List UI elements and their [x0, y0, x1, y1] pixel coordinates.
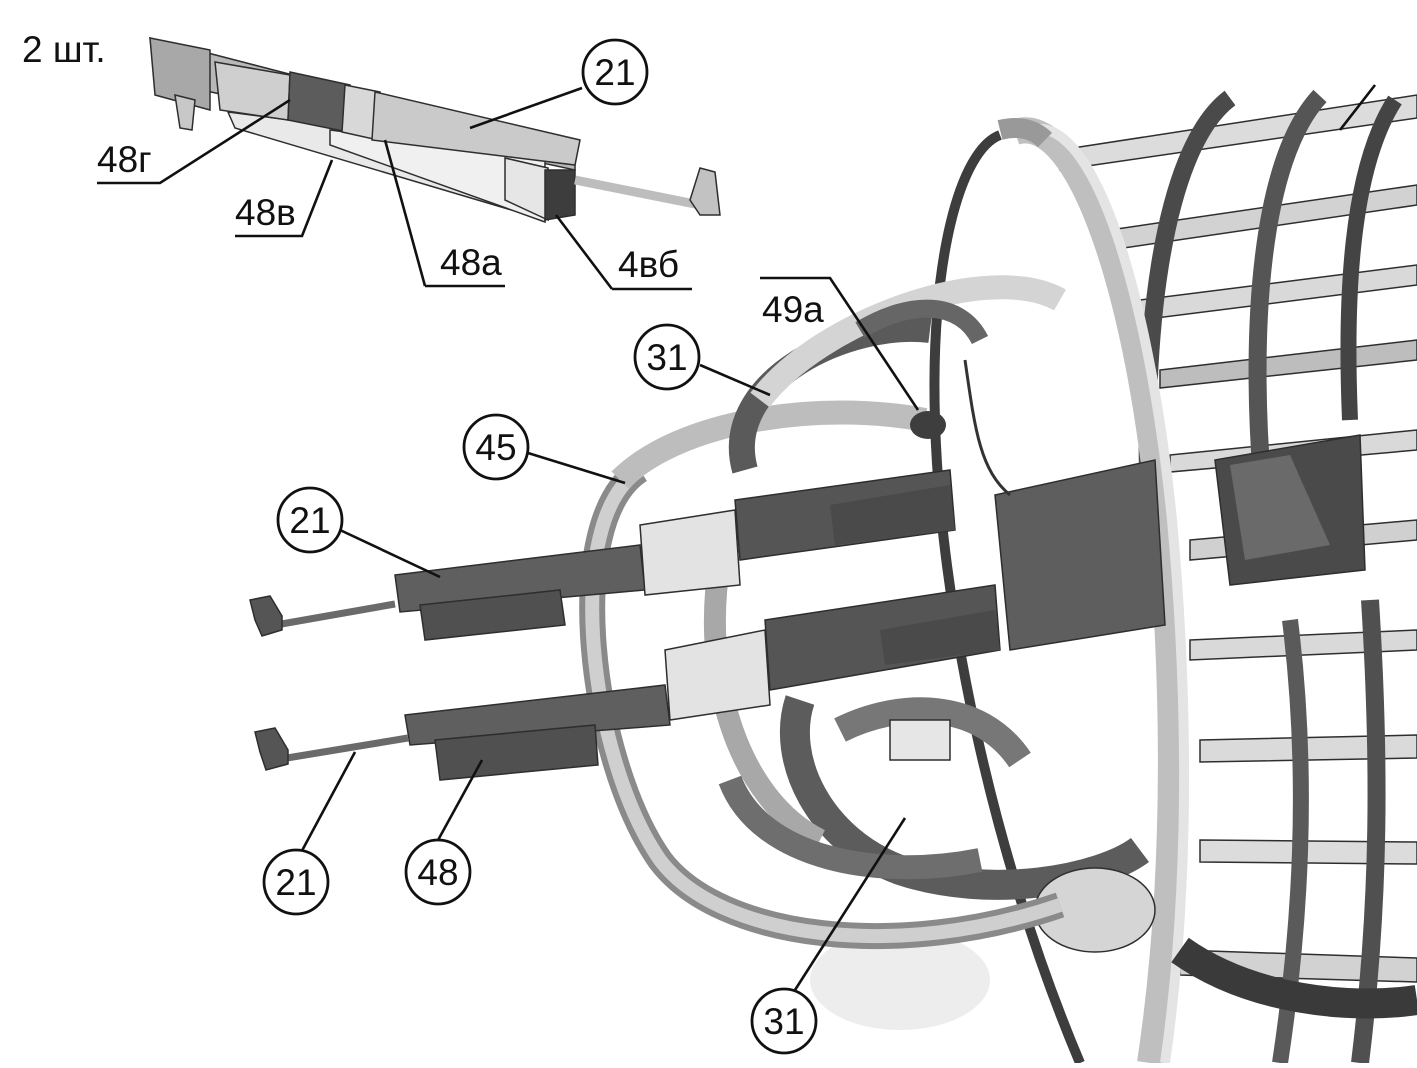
cage-frame: [779, 89, 1417, 1065]
callout-45: 45: [462, 413, 530, 481]
cage-electronics-box: [994, 434, 1366, 651]
gun-detail: [149, 36, 721, 224]
callout-text: 31: [763, 1001, 804, 1042]
part-label-49a: 49а: [762, 289, 824, 330]
callout-text: 31: [646, 337, 687, 378]
callout-21-left-upper: 21: [276, 486, 344, 554]
quantity-note: 2 шт.: [22, 29, 106, 70]
part-label-48g: 48г: [97, 139, 152, 180]
cage-bottom-cradle: [779, 695, 1417, 1030]
callout-text: 48: [417, 852, 458, 893]
part-label-48a: 48а: [440, 242, 502, 283]
part-label-4vb: 4вб: [618, 244, 679, 285]
gun-upper: [249, 469, 956, 641]
gun-lower: [254, 584, 1001, 781]
callout-21-top: 21: [581, 38, 649, 106]
callout-31-top: 31: [633, 323, 701, 391]
leader-lines: [97, 84, 1377, 991]
callout-text: 21: [275, 862, 316, 903]
part-label-48v: 48в: [235, 192, 296, 233]
callout-31-bottom: 31: [750, 987, 818, 1055]
callout-text: 45: [475, 427, 516, 468]
callout-21-bottom: 21: [262, 848, 330, 916]
callout-text: 21: [594, 52, 635, 93]
callout-text: 21: [289, 500, 330, 541]
callout-48: 48: [404, 838, 472, 906]
